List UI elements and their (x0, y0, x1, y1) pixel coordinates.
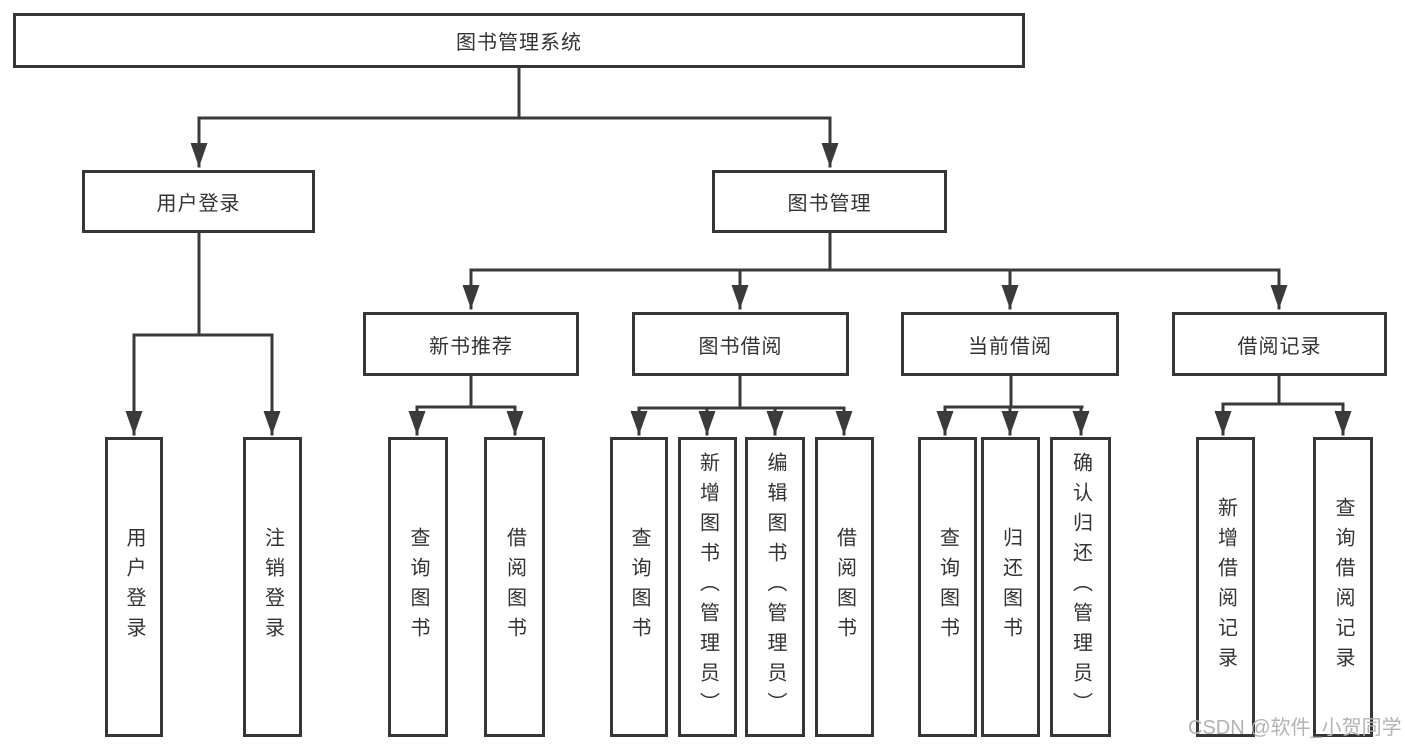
leaf-label: 查询借阅记录 (1332, 497, 1354, 677)
node-library-management-system: 图书管理系统 (13, 13, 1025, 68)
leaf-query-borrow-record: 查询借阅记录 (1313, 437, 1373, 737)
node-label: 当前借阅 (968, 335, 1052, 358)
node-label: 图书管理系统 (456, 32, 582, 54)
leaf-label: 新增图书（管理员） (696, 452, 719, 722)
leaf-label: 查询图书 (628, 527, 650, 647)
node-user-login: 用户登录 (82, 170, 315, 233)
leaf-query-books-borrow: 查询图书 (610, 437, 668, 737)
connector-new-book-rail (415, 374, 517, 409)
connector-root-rail (197, 66, 832, 120)
node-current-borrow: 当前借阅 (901, 312, 1119, 376)
node-label: 用户登录 (156, 193, 241, 215)
leaf-add-book-admin: 新增图书（管理员） (678, 437, 737, 737)
leaf-label: 查询图书 (936, 527, 959, 647)
leaf-label: 编辑图书（管理员） (764, 452, 786, 722)
csdn-watermark: CSDN @软件_小贺同学 (1188, 717, 1402, 739)
connector-user-login-rail (132, 231, 274, 337)
leaf-logout: 注销登录 (243, 437, 302, 737)
leaf-return-book: 归还图书 (981, 437, 1040, 737)
node-label: 借阅记录 (1237, 335, 1322, 358)
leaf-label: 确认归还（管理员） (1069, 452, 1092, 722)
node-borrow-records: 借阅记录 (1172, 312, 1387, 376)
connector-borrow-records-rail (1221, 374, 1345, 406)
node-label: 图书管理 (787, 193, 872, 215)
leaf-label: 注销登录 (261, 527, 284, 647)
leaf-label: 查询图书 (407, 527, 429, 647)
connector-current-borrow-rail (943, 374, 1084, 409)
leaf-borrow-books-recommend: 借阅图书 (484, 437, 545, 737)
leaf-confirm-return-admin: 确认归还（管理员） (1050, 437, 1111, 737)
node-new-book-recommend: 新书推荐 (363, 312, 579, 376)
leaf-label: 借阅图书 (833, 527, 856, 647)
leaf-add-borrow-record: 新增借阅记录 (1196, 437, 1255, 737)
leaf-label: 借阅图书 (503, 527, 526, 647)
node-label: 新书推荐 (429, 335, 513, 358)
leaf-label: 归还图书 (999, 527, 1022, 647)
connector-book-borrow-rail (637, 374, 846, 410)
node-book-borrow: 图书借阅 (632, 312, 849, 376)
leaf-label: 用户登录 (123, 527, 145, 647)
node-book-management: 图书管理 (712, 170, 947, 233)
connector-book-management-rail (469, 231, 1281, 272)
leaf-user-login: 用户登录 (105, 437, 163, 737)
leaf-label: 新增借阅记录 (1214, 497, 1237, 677)
leaf-query-books-recommend: 查询图书 (388, 437, 448, 737)
leaf-query-books-current: 查询图书 (918, 437, 977, 737)
leaf-edit-book-admin: 编辑图书（管理员） (745, 437, 805, 737)
leaf-borrow-books-borrow: 借阅图书 (815, 437, 874, 737)
node-label: 图书借阅 (698, 335, 783, 358)
